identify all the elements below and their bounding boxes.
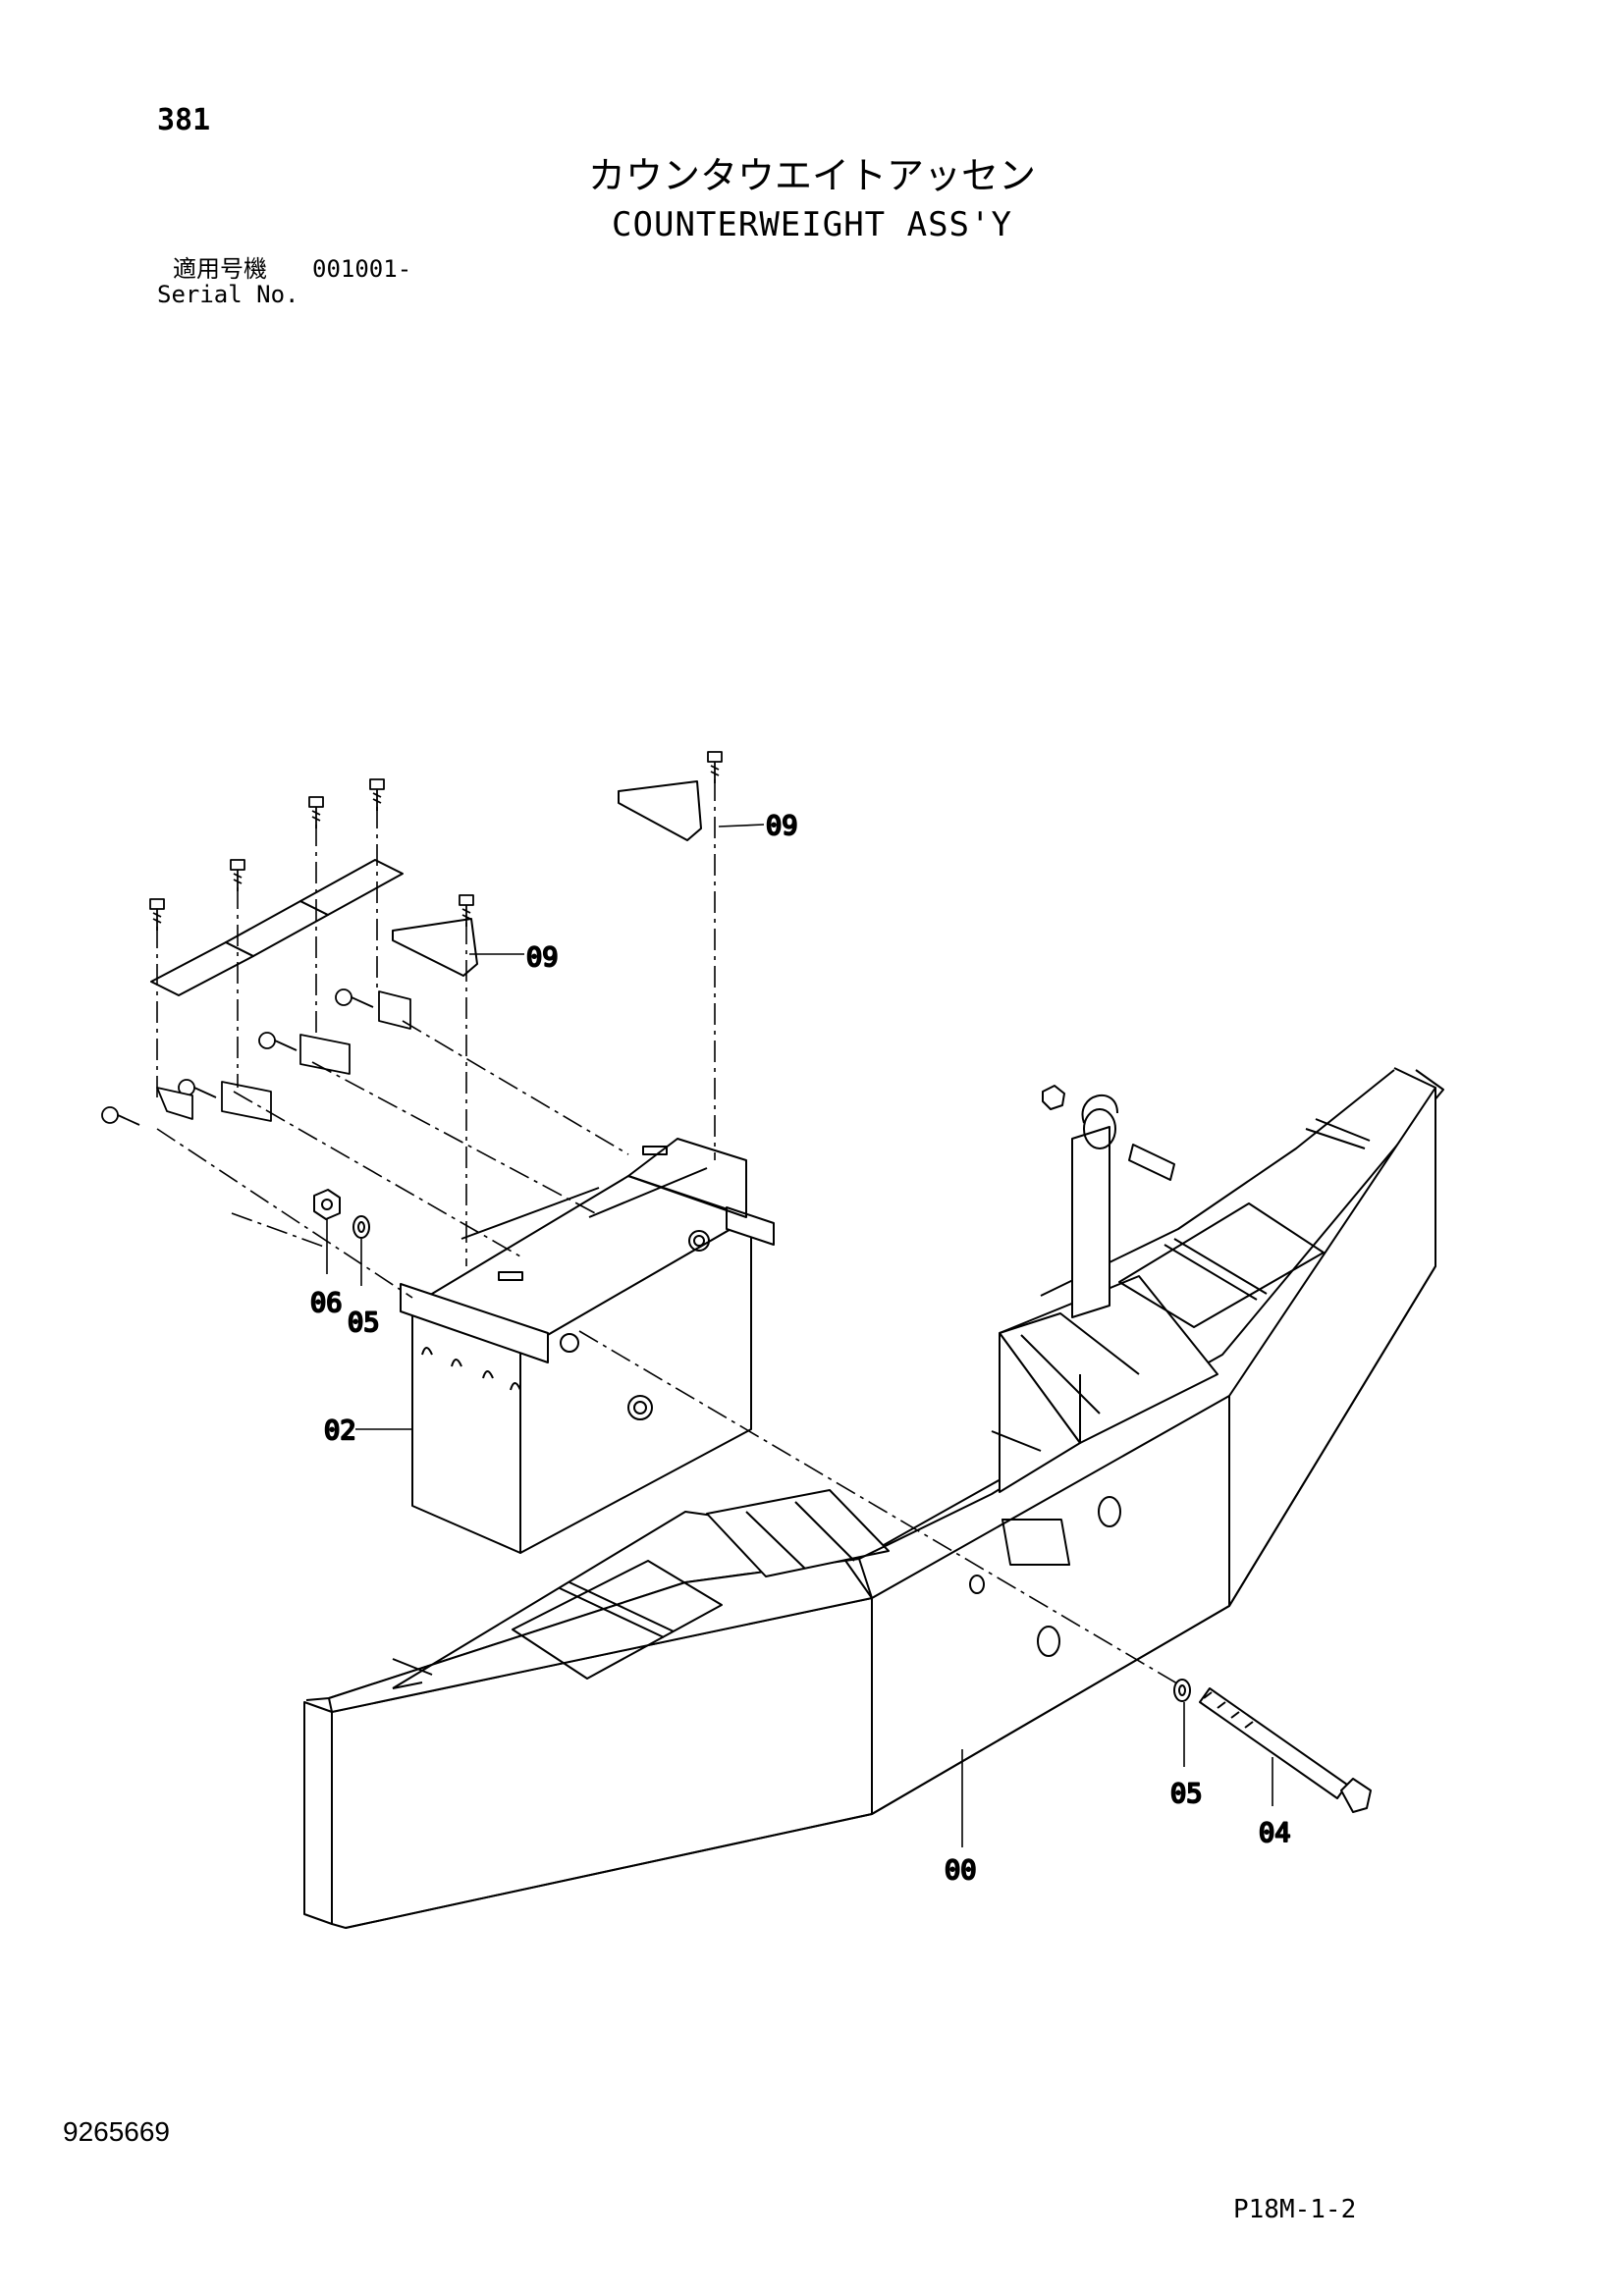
lifting-shackle <box>1042 1085 1175 1181</box>
serial-label-japanese: 適用号機 <box>173 255 267 283</box>
nut-and-washers <box>313 1189 1191 1702</box>
long-bolt <box>1199 1687 1372 1813</box>
page-number: 381 <box>157 103 211 137</box>
document-number: 9265669 <box>63 2116 171 2147</box>
counterweight-body <box>303 1067 1444 1929</box>
page-code: P18M-1-2 <box>1233 2195 1357 2224</box>
callout-02: 02 <box>324 1415 356 1446</box>
callout-05-upper: 05 <box>348 1308 380 1338</box>
title-japanese: カウンタウエイトアッセン <box>587 154 1036 197</box>
serial-number-value: 001001- <box>312 255 412 283</box>
box-weight <box>400 1138 775 1554</box>
callout-00: 00 <box>945 1855 977 1886</box>
cover-plates <box>150 780 702 996</box>
serial-label-english: Serial No. <box>157 281 299 308</box>
callout-09-lower: 09 <box>526 942 559 973</box>
callout-06: 06 <box>310 1288 343 1318</box>
assembly-lines <box>156 779 1183 1687</box>
callout-05-lower: 05 <box>1170 1779 1203 1809</box>
leader-lines <box>326 824 1273 1847</box>
title-english: COUNTERWEIGHT ASS'Y <box>612 205 1012 244</box>
callout-09-upper: 09 <box>766 811 798 841</box>
callout-04: 04 <box>1259 1818 1291 1848</box>
